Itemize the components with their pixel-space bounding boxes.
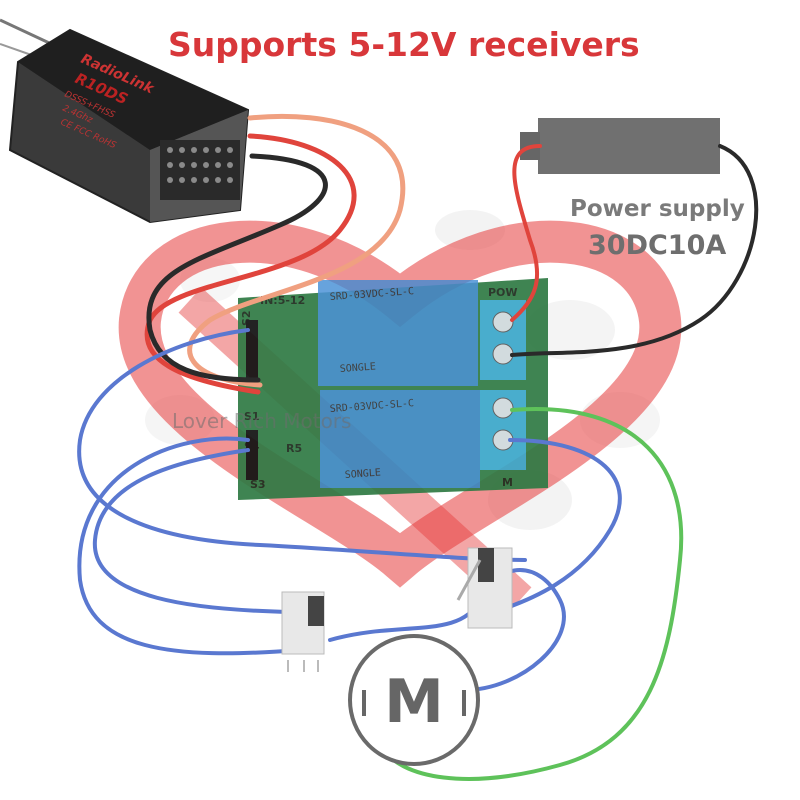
wire-salmon xyxy=(187,113,406,388)
wire-red-receiver xyxy=(144,133,357,395)
wire-blue-2 xyxy=(92,448,292,614)
wire-blue-4 xyxy=(498,438,622,612)
wire-black-power xyxy=(510,144,759,357)
wire-black-receiver xyxy=(146,153,328,383)
power-supply-body xyxy=(538,118,720,174)
r5-label: R5 xyxy=(286,442,302,455)
relay-1: SRD-03VDC-SL-C SONGLE xyxy=(318,280,478,386)
power-supply: Power supply 30DC10A xyxy=(520,118,745,261)
relay-1-brand: SONGLE xyxy=(339,361,376,374)
pin-headers xyxy=(246,320,258,480)
relay-board: SRD-03VDC-SL-C SONGLE SRD-03VDC-SL-C SON… xyxy=(238,278,548,500)
motor: M xyxy=(348,634,480,766)
s3-label: S3 xyxy=(250,478,266,491)
motor-circle xyxy=(348,634,480,766)
m-label: M xyxy=(502,476,513,489)
relay-2-brand: SONGLE xyxy=(344,467,381,480)
receiver-pin-header xyxy=(160,140,240,200)
watermark-text: Lover Rich Motors xyxy=(172,409,351,433)
power-supply-label: Power supply xyxy=(570,196,745,222)
wire-red-power xyxy=(510,144,542,322)
limit-switch-right xyxy=(456,547,513,629)
limit-switch-left xyxy=(281,591,325,672)
wire-blue-5 xyxy=(328,568,566,692)
motor-symbol: M xyxy=(384,667,444,737)
terminal-blocks xyxy=(480,300,526,470)
wire-blue-3 xyxy=(77,436,302,656)
page-title: Supports 5-12V receivers xyxy=(168,25,640,64)
wire-blue-1 xyxy=(77,328,527,562)
s1-label: S1 xyxy=(244,410,260,423)
pow-label: POW xyxy=(488,286,518,299)
receiver: RadioLink R10DS DSSS+FHSS 2.4Ghz CE FCC … xyxy=(0,18,250,224)
relay-2: SRD-03VDC-SL-C SONGLE xyxy=(320,390,480,488)
power-supply-rating: 30DC10A xyxy=(588,230,726,261)
